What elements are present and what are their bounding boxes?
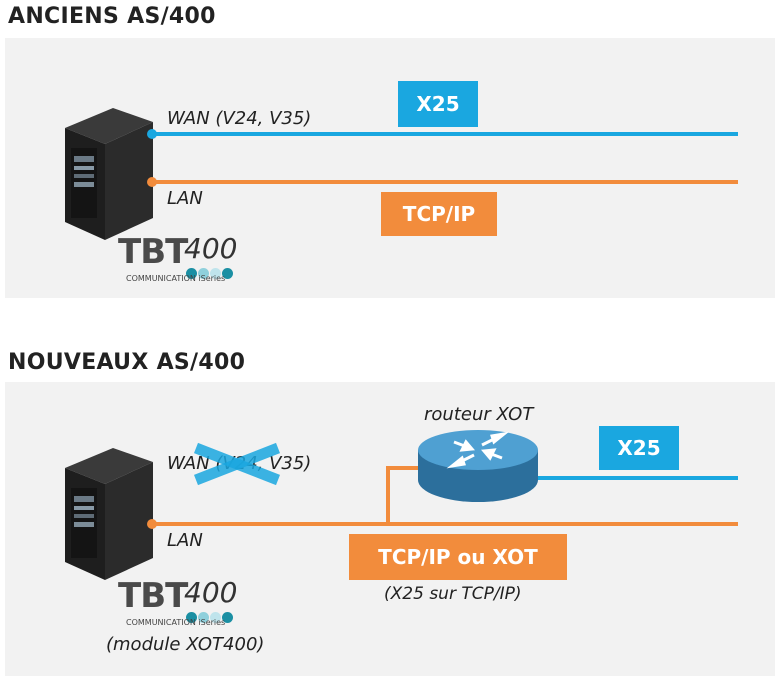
tbt400-logo: TBT 400 COMMUNICATION iSeries [118, 232, 248, 287]
router-label: routeur XOT [424, 404, 534, 425]
lan-port-dot [147, 519, 157, 529]
logo-tagline: COMMUNICATION iSeries [126, 618, 226, 627]
logo-dots [186, 264, 234, 283]
cross-out-icon [194, 442, 280, 486]
lan-line [152, 180, 738, 184]
lan-label: LAN [167, 188, 203, 209]
tcpip-badge: TCP/IP [381, 192, 497, 236]
x25-badge: X25 [398, 81, 478, 127]
lan-label: LAN [167, 530, 203, 551]
x25-line [538, 476, 738, 480]
logo-dots [186, 608, 234, 627]
logo-number: 400 [184, 576, 238, 609]
tcpip-xot-badge: TCP/IP ou XOT [349, 534, 567, 580]
wan-label: WAN (V24, V35) [167, 108, 312, 129]
wan-port-dot [147, 129, 157, 139]
xot-router-icon [418, 430, 538, 502]
as400-server-icon [65, 108, 153, 240]
lan-port-dot [147, 177, 157, 187]
logo-number: 400 [184, 232, 238, 265]
router-uplink-horizontal [386, 466, 422, 470]
lan-line [152, 522, 738, 526]
logo-brand: TBT [118, 576, 188, 616]
logo-tagline: COMMUNICATION iSeries [126, 274, 226, 283]
wan-line [152, 132, 738, 136]
tcpip-subtitle: (X25 sur TCP/IP) [384, 584, 522, 604]
new-section-heading: NOUVEAUX AS/400 [8, 350, 246, 375]
logo-brand: TBT [118, 232, 188, 272]
module-label: (module XOT400) [106, 634, 265, 655]
old-section-heading: ANCIENS AS/400 [8, 4, 216, 29]
x25-badge: X25 [599, 426, 679, 470]
tbt400-logo: TBT 400 COMMUNICATION iSeries [118, 576, 248, 631]
as400-server-icon [65, 448, 153, 580]
router-uplink-vertical [386, 466, 390, 524]
